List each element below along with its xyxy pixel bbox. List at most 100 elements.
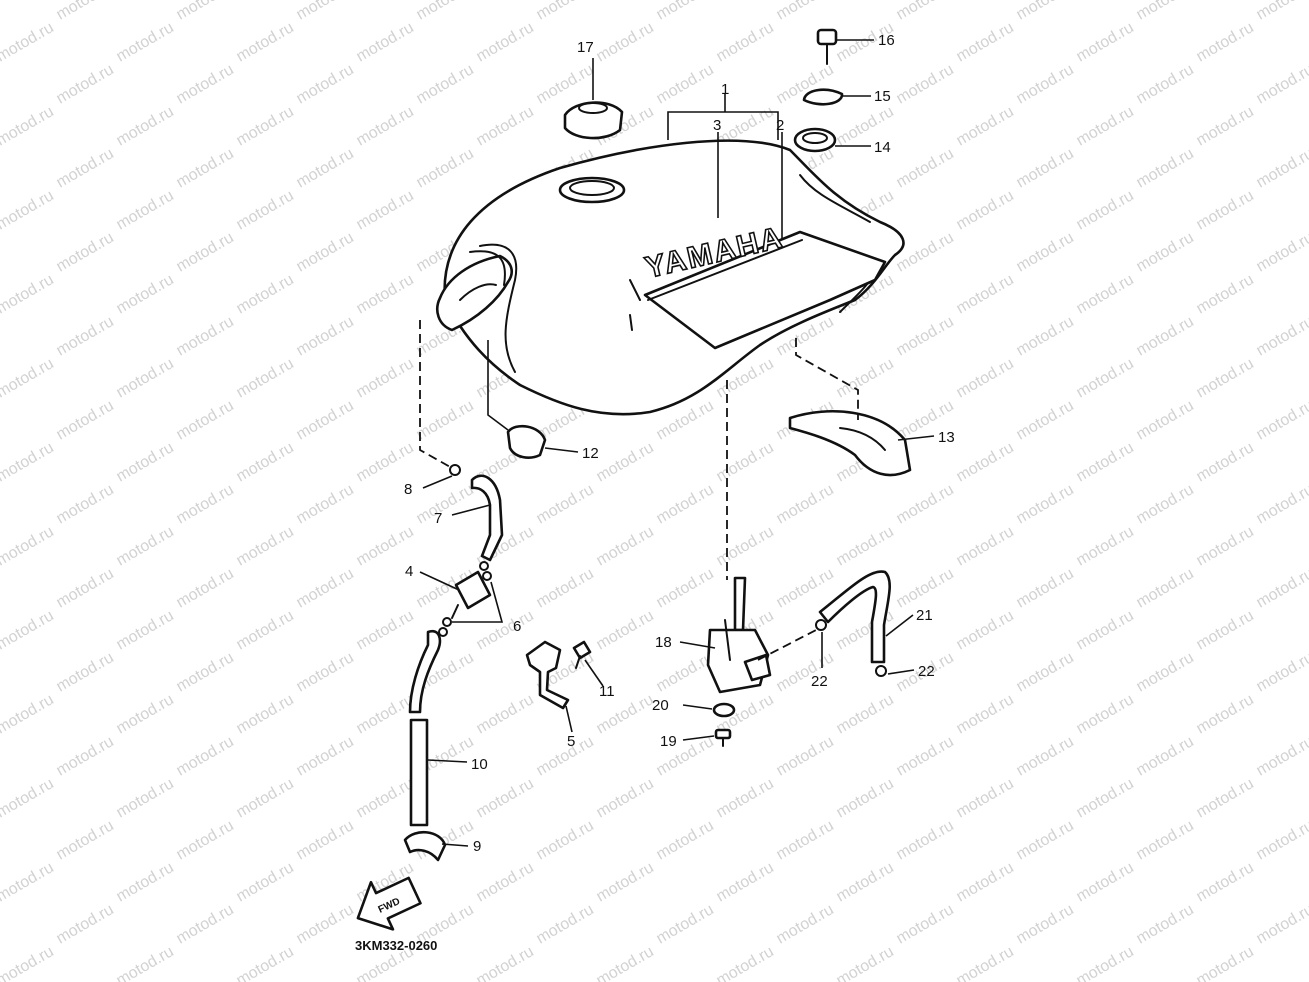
- callout-6: 6: [513, 618, 521, 635]
- watermark-text: motod.ru: [234, 187, 297, 233]
- watermark-text: motod.ru: [0, 859, 57, 905]
- watermark-text: motod.ru: [54, 817, 117, 863]
- watermark-text: motod.ru: [1254, 901, 1309, 947]
- watermark-text: motod.ru: [354, 271, 417, 317]
- watermark-text: motod.ru: [234, 355, 297, 401]
- watermark-text: motod.ru: [594, 775, 657, 821]
- watermark-text: motod.ru: [774, 817, 837, 863]
- callout-2: 2: [776, 117, 784, 134]
- part-4-fuel-filter: [451, 570, 492, 619]
- watermark-text: motod.ru: [834, 775, 897, 821]
- watermark-text: motod.ru: [654, 61, 717, 107]
- callout-15: 15: [874, 88, 891, 105]
- watermark-text: motod.ru: [954, 607, 1017, 653]
- watermark-text: motod.ru: [114, 19, 177, 65]
- watermark-text: motod.ru: [54, 61, 117, 107]
- part-22-clips: [815, 619, 887, 677]
- watermark-text: motod.ru: [1014, 901, 1077, 947]
- watermark-text: motod.ru: [1254, 229, 1309, 275]
- part-20-washer: [712, 702, 736, 718]
- watermark-text: motod.ru: [54, 0, 117, 23]
- watermark-text: motod.ru: [0, 607, 57, 653]
- watermark-text: motod.ru: [1074, 943, 1137, 982]
- part-16-bolt: [816, 28, 838, 65]
- watermark-text: motod.ru: [294, 0, 357, 23]
- watermark-text: motod.ru: [294, 481, 357, 527]
- watermark-text: motod.ru: [594, 859, 657, 905]
- callout-12: 12: [582, 445, 599, 462]
- callout-22-right: 22: [918, 663, 935, 680]
- watermark-text: motod.ru: [774, 481, 837, 527]
- part-6-clips: [438, 561, 492, 637]
- watermark-text: motod.ru: [1194, 943, 1257, 982]
- watermark-text: motod.ru: [1134, 649, 1197, 695]
- watermark-text: motod.ru: [1254, 313, 1309, 359]
- watermark-text: motod.ru: [294, 229, 357, 275]
- forward-arrow: FWD: [356, 876, 422, 931]
- watermark-text: motod.ru: [1254, 649, 1309, 695]
- watermark-text: motod.ru: [354, 775, 417, 821]
- watermark-text: motod.ru: [1134, 901, 1197, 947]
- watermark-text: motod.ru: [1194, 607, 1257, 653]
- watermark-text: motod.ru: [534, 481, 597, 527]
- watermark-text: motod.ru: [594, 439, 657, 485]
- fuel-tank: YAMAHA: [436, 139, 905, 416]
- callout-9: 9: [473, 838, 481, 855]
- part-5-bracket: [525, 640, 570, 710]
- watermark-text: motod.ru: [1134, 145, 1197, 191]
- callout-14: 14: [874, 139, 891, 156]
- watermark-text: motod.ru: [654, 649, 717, 695]
- watermark-text: motod.ru: [354, 691, 417, 737]
- watermark-text: motod.ru: [714, 859, 777, 905]
- watermark-text: motod.ru: [234, 859, 297, 905]
- watermark-text: motod.ru: [174, 313, 237, 359]
- watermark-text: motod.ru: [1014, 313, 1077, 359]
- watermark-text: motod.ru: [1134, 229, 1197, 275]
- watermark-text: motod.ru: [594, 943, 657, 982]
- watermark-text: motod.ru: [0, 355, 57, 401]
- watermark-text: motod.ru: [834, 691, 897, 737]
- watermark-text: motod.ru: [894, 565, 957, 611]
- watermark-text: motod.ru: [1194, 691, 1257, 737]
- watermark-text: motod.ru: [1134, 481, 1197, 527]
- watermark-text: motod.ru: [834, 943, 897, 982]
- watermark-text: motod.ru: [474, 103, 537, 149]
- watermark-text: motod.ru: [114, 523, 177, 569]
- watermark-text: motod.ru: [1194, 523, 1257, 569]
- watermark-text: motod.ru: [1014, 145, 1077, 191]
- watermark-text: motod.ru: [774, 733, 837, 779]
- watermark-text: motod.ru: [1254, 817, 1309, 863]
- watermark-text: motod.ru: [1254, 565, 1309, 611]
- watermark-text: motod.ru: [174, 61, 237, 107]
- watermark-text: motod.ru: [894, 481, 957, 527]
- watermark-text: motod.ru: [234, 439, 297, 485]
- callout-21: 21: [916, 607, 933, 624]
- watermark-text: motod.ru: [294, 649, 357, 695]
- watermark-text: motod.ru: [1254, 733, 1309, 779]
- callout-13: 13: [938, 429, 955, 446]
- watermark-text: motod.ru: [774, 901, 837, 947]
- callout-4: 4: [405, 563, 413, 580]
- watermark-text: motod.ru: [174, 733, 237, 779]
- watermark-text: motod.ru: [294, 817, 357, 863]
- watermark-text: motod.ru: [54, 229, 117, 275]
- callout-20: 20: [652, 697, 669, 714]
- watermark-text: motod.ru: [1074, 859, 1137, 905]
- watermark-text: motod.ru: [0, 271, 57, 317]
- part-17-fuel-cap: [563, 101, 624, 140]
- watermark-text: motod.ru: [414, 397, 477, 443]
- watermark-text: motod.ru: [234, 271, 297, 317]
- watermark-text: motod.ru: [114, 103, 177, 149]
- leader-lines: [419, 39, 935, 847]
- watermark-text: motod.ru: [774, 565, 837, 611]
- watermark-text: motod.ru: [174, 397, 237, 443]
- watermark-text: motod.ru: [0, 775, 57, 821]
- watermark-text: motod.ru: [594, 607, 657, 653]
- watermark-text: motod.ru: [114, 775, 177, 821]
- part-7-hose: [470, 474, 504, 562]
- watermark-text: motod.ru: [1194, 187, 1257, 233]
- callout-17: 17: [577, 39, 594, 56]
- watermark-text: motod.ru: [474, 607, 537, 653]
- watermark-text: motod.ru: [534, 733, 597, 779]
